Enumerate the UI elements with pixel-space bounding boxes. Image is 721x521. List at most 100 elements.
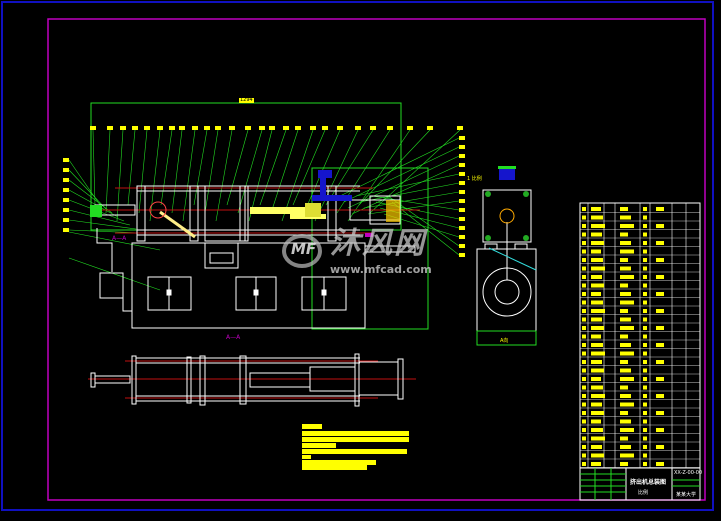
table-cell-mark <box>656 241 664 245</box>
table-cell-mark <box>591 402 602 407</box>
callout-balloon <box>215 126 221 130</box>
table-cell-mark <box>620 249 634 254</box>
table-cell-mark <box>591 215 603 220</box>
drawing-number: XX-Z-00-00 <box>674 470 703 476</box>
table-cell-mark <box>620 258 628 262</box>
table-cell-mark <box>656 224 664 228</box>
callout-balloon <box>459 208 465 212</box>
callout-balloon <box>192 126 198 130</box>
callout-balloon <box>459 226 465 230</box>
table-cell-mark <box>643 207 647 211</box>
table-cell-mark <box>591 428 603 432</box>
callout-balloon <box>427 126 433 130</box>
leader-line <box>359 182 460 203</box>
callout-balloon <box>63 218 69 222</box>
table-cell-mark <box>656 275 664 279</box>
top-dimension: 1294 <box>239 97 254 103</box>
table-cell-mark <box>591 275 602 279</box>
table-cell-mark <box>582 343 586 347</box>
side-callout: 1 比例 <box>467 176 482 182</box>
callout-balloon <box>90 126 96 130</box>
table-cell-mark <box>656 258 664 262</box>
leader-line <box>138 129 148 214</box>
leader-line <box>160 129 173 206</box>
bottom-section-view <box>88 353 416 407</box>
table-cell-mark <box>643 241 647 245</box>
table-cell-mark <box>591 462 601 466</box>
callout-balloon <box>63 158 69 162</box>
machine-base <box>96 228 416 329</box>
table-cell-mark <box>620 368 631 373</box>
leader-line <box>343 146 460 203</box>
table-cell-mark <box>620 402 634 407</box>
table-cell-mark <box>643 351 647 356</box>
table-cell-mark <box>591 249 601 254</box>
leader-line <box>127 129 136 206</box>
callout-balloon <box>459 181 465 185</box>
callout-balloon <box>63 188 69 192</box>
table-cell-mark <box>620 419 631 424</box>
watermark-url: www.mfcad.com <box>330 263 432 276</box>
callout-balloon <box>245 126 251 130</box>
table-cell-mark <box>620 300 634 305</box>
leader-line <box>292 129 326 206</box>
leader-line <box>149 129 161 222</box>
table-cell-mark <box>620 394 631 398</box>
table-cell-mark <box>582 207 586 211</box>
table-cell-mark <box>643 462 647 466</box>
callout-balloon <box>459 244 465 248</box>
table-cell-mark <box>582 275 586 279</box>
table-cell-mark <box>620 453 634 458</box>
table-cell-mark <box>591 309 605 313</box>
leader-line <box>92 129 96 206</box>
callout-balloon <box>310 126 316 130</box>
leader-line <box>105 129 111 214</box>
callout-balloons <box>63 126 465 257</box>
table-cell-mark <box>656 343 664 347</box>
table-cell-mark <box>582 377 586 381</box>
leader-line <box>193 129 208 206</box>
table-cell-mark <box>591 377 601 381</box>
leader-line <box>237 129 263 214</box>
table-cell-mark <box>582 351 586 356</box>
callout-balloon <box>459 136 465 140</box>
table-cell-mark <box>591 232 602 237</box>
table-cell-mark <box>620 266 631 271</box>
callout-balloon <box>107 126 113 130</box>
leader-line <box>226 129 249 206</box>
table-cell-mark <box>582 300 586 305</box>
leader-line <box>204 129 219 214</box>
callout-balloon <box>144 126 150 130</box>
table-cell-mark <box>620 207 628 211</box>
table-cell-mark <box>643 411 647 415</box>
callout-balloon <box>459 145 465 149</box>
table-cell-mark <box>582 411 586 415</box>
leader-line <box>369 129 461 214</box>
table-cell-mark <box>582 334 586 339</box>
callout-balloon <box>179 126 185 130</box>
table-cell-mark <box>643 232 647 237</box>
leader-line <box>367 200 460 215</box>
leader-line <box>248 129 273 222</box>
table-cell-mark <box>620 377 634 381</box>
leader-line <box>259 129 287 206</box>
leader-line <box>68 179 113 214</box>
table-cell-mark <box>643 394 647 398</box>
table-cell-mark <box>643 360 647 364</box>
table-cell-mark <box>643 249 647 254</box>
table-cell-mark <box>620 428 634 432</box>
table-cell-mark <box>656 428 664 432</box>
leader-line <box>68 169 107 210</box>
leader-line <box>347 129 411 222</box>
table-cell-mark <box>591 394 605 398</box>
table-cell-mark <box>656 326 664 330</box>
table-cell-mark <box>620 292 631 296</box>
table-cell-mark <box>582 419 586 424</box>
callout-balloon <box>63 168 69 172</box>
table-cell-mark <box>620 326 634 330</box>
table-cell-mark <box>643 300 647 305</box>
table-cell-mark <box>582 326 586 330</box>
callout-balloon <box>132 126 138 130</box>
table-cell-mark <box>591 343 603 347</box>
